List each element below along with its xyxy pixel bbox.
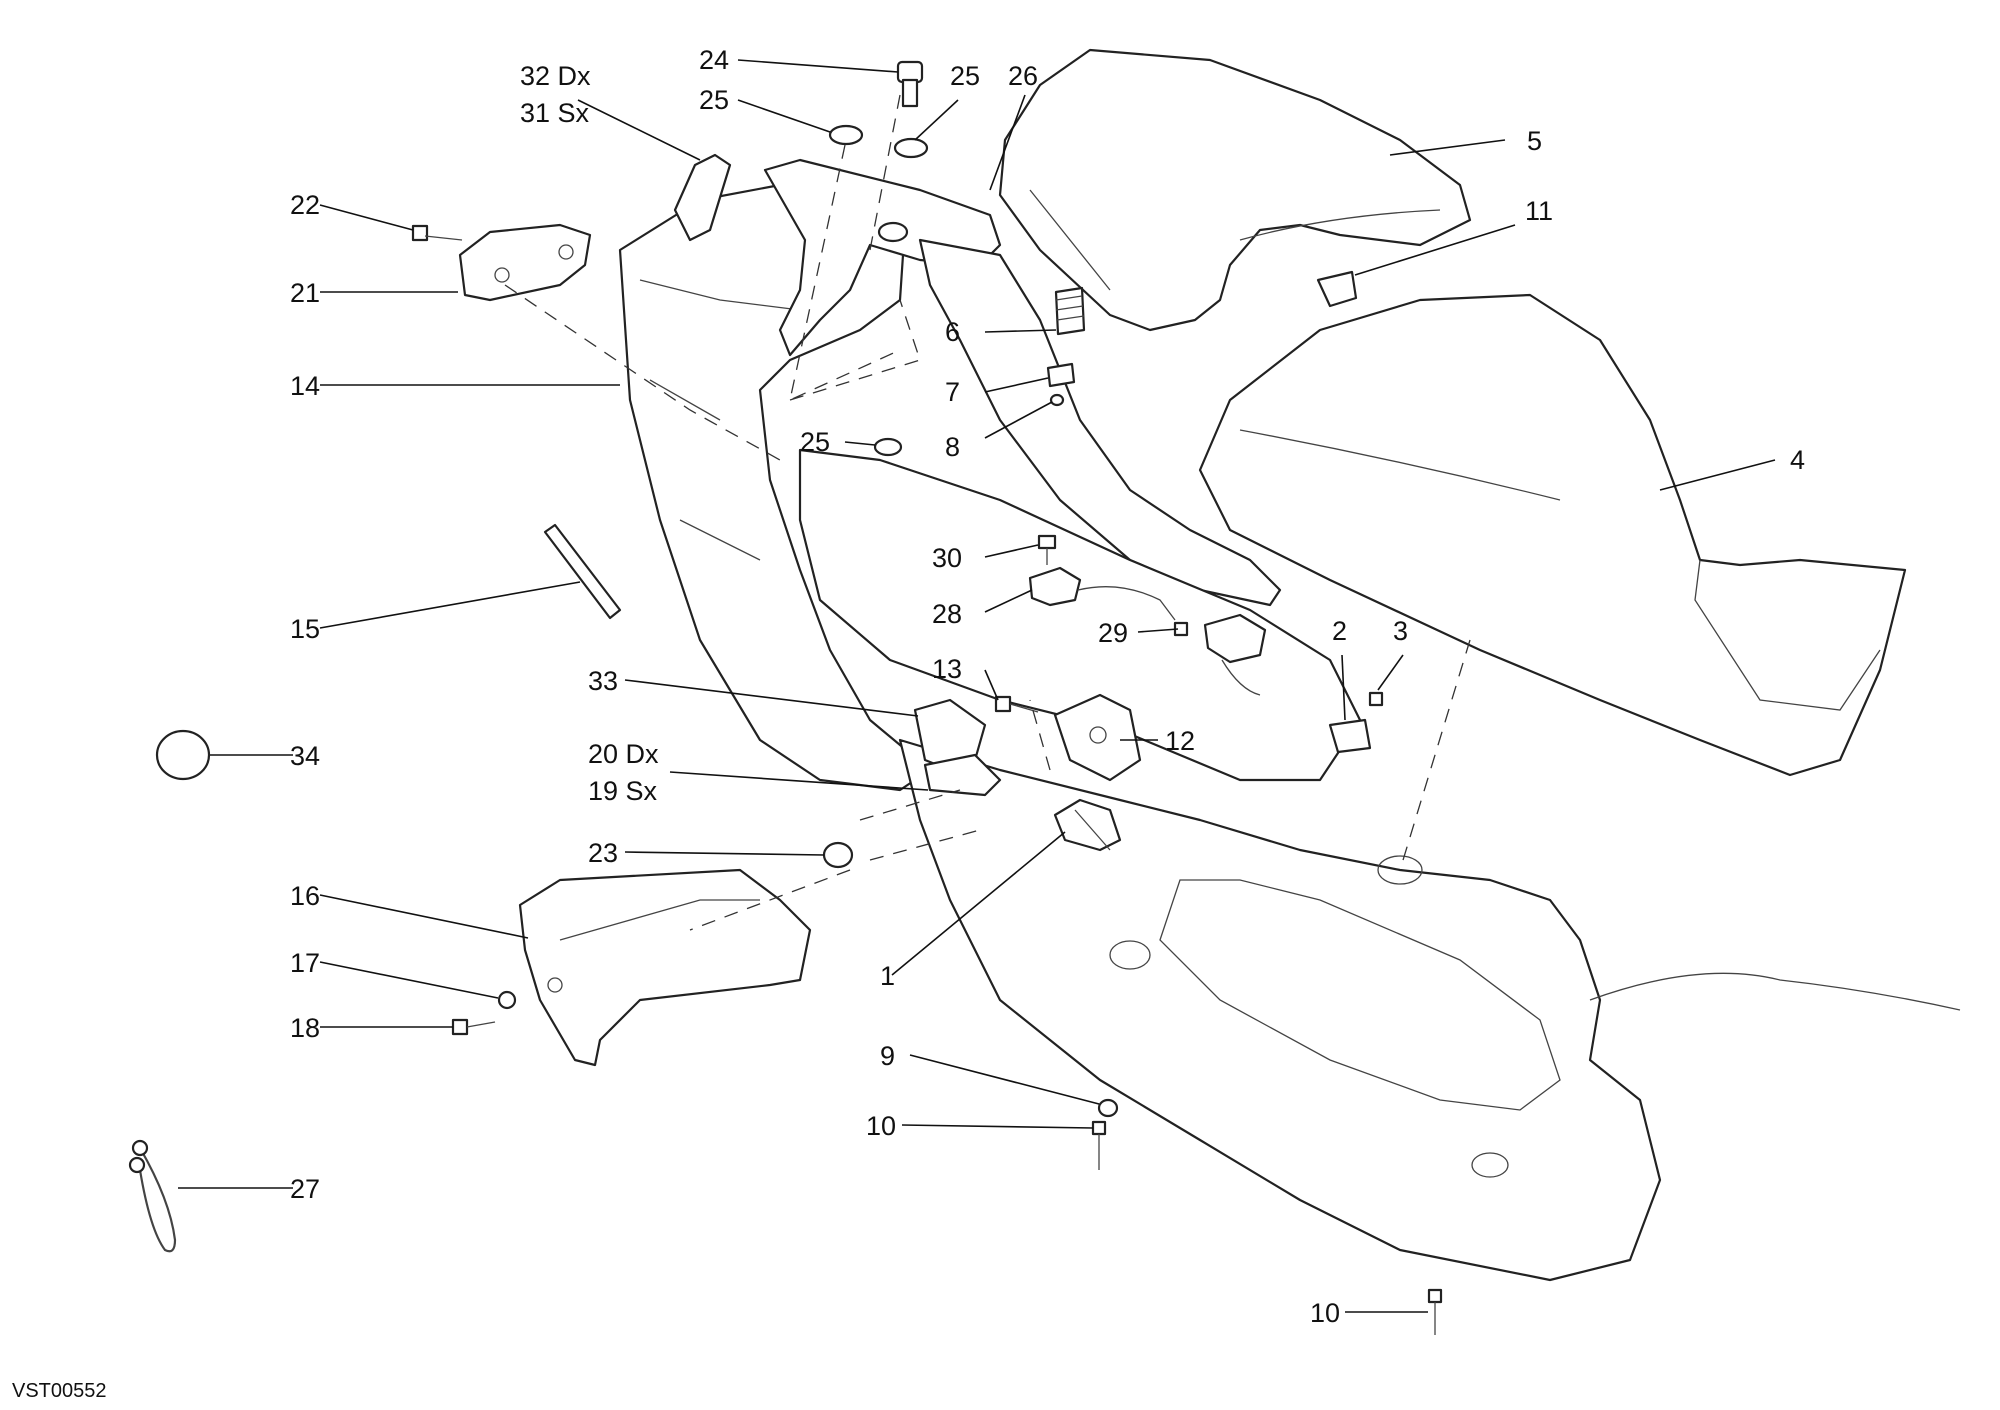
callout-25: 25 (800, 427, 830, 457)
callout-1: 1 (880, 961, 895, 991)
part-7-bushing (1046, 362, 1076, 388)
callout-26: 26 (1008, 61, 1038, 91)
callout-29: 29 (1098, 618, 1128, 648)
part-6-spring (1054, 286, 1086, 336)
callout-4: 4 (1790, 445, 1805, 475)
callout-28: 28 (932, 599, 962, 629)
part-tray (798, 448, 1961, 1282)
callout-10: 10 (1310, 1298, 1340, 1328)
part-25-washer-d (873, 437, 903, 457)
part-10-screw-b (1427, 1288, 1443, 1335)
part-9-washer (1097, 1098, 1119, 1118)
part-10-screw-a (1091, 1120, 1107, 1170)
callout-16: 16 (290, 881, 320, 911)
part-23-grommet (822, 841, 854, 869)
part-28-lock (1028, 566, 1082, 607)
callout-6: 6 (945, 317, 960, 347)
callout-20-dx: 20 Dx (588, 739, 659, 769)
part-12-bracket (1053, 693, 1142, 782)
callout-8: 8 (945, 432, 960, 462)
part-30-screw (1037, 534, 1057, 565)
callout-25: 25 (699, 85, 729, 115)
callout-27: 27 (290, 1174, 320, 1204)
callout-9: 9 (880, 1041, 895, 1071)
part-32-31-handle (673, 153, 732, 242)
part-25-washer-a (828, 124, 864, 146)
part-1-latch (1053, 798, 1122, 852)
drawing-code: VST00552 (12, 1380, 107, 1402)
callout-12: 12 (1165, 726, 1195, 756)
callout-2: 2 (1332, 616, 1347, 646)
part-18-screw (451, 1018, 496, 1036)
part-15-decal (543, 523, 622, 620)
part-4-rider-seat (1198, 293, 1907, 777)
part-34-cap (155, 729, 211, 781)
callout-7: 7 (945, 377, 960, 407)
part-11-buffer (1316, 270, 1358, 308)
callout-18: 18 (290, 1013, 320, 1043)
part-17-washer (497, 990, 517, 1010)
part-27-cable (128, 1139, 177, 1253)
callout-3: 3 (1393, 616, 1408, 646)
callout-labels: 24 25 25 26 32 Dx 31 Sx 5 11 22 21 6 7 8… (290, 45, 1805, 1328)
callout-25: 25 (950, 61, 980, 91)
callout-14: 14 (290, 371, 320, 401)
part-21-cover (458, 223, 592, 302)
part-5-passenger-seat (998, 48, 1472, 332)
callout-19-sx: 19 Sx (588, 776, 658, 806)
callout-31-sx: 31 Sx (520, 98, 590, 128)
callout-30: 30 (932, 543, 962, 573)
callout-34: 34 (290, 741, 320, 771)
part-20-19-panel (923, 753, 1002, 797)
part-2-3-clip (1328, 691, 1384, 754)
callout-33: 33 (588, 666, 618, 696)
part-8-nut (1049, 393, 1065, 407)
callout-10: 10 (866, 1111, 896, 1141)
part-22-screw (411, 224, 463, 242)
callout-17: 17 (290, 948, 320, 978)
assembly-dashed-lines (504, 94, 1471, 931)
callout-11: 11 (1525, 196, 1553, 226)
part-25-washer-b (893, 137, 929, 159)
part-25-washer-c (877, 221, 909, 243)
callout-15: 15 (290, 614, 320, 644)
cable (1077, 586, 1176, 621)
callout-23: 23 (588, 838, 618, 868)
callout-22: 22 (290, 190, 320, 220)
part-24-screw (896, 60, 924, 108)
callout-13: 13 (932, 654, 962, 684)
leader-lines (178, 59, 1776, 1313)
part-29-switch (1173, 613, 1267, 696)
part-16-cover (518, 868, 812, 1067)
callout-24: 24 (699, 45, 729, 75)
callout-32-dx: 32 Dx (520, 61, 591, 91)
callout-21: 21 (290, 278, 320, 308)
callout-5: 5 (1527, 126, 1542, 156)
